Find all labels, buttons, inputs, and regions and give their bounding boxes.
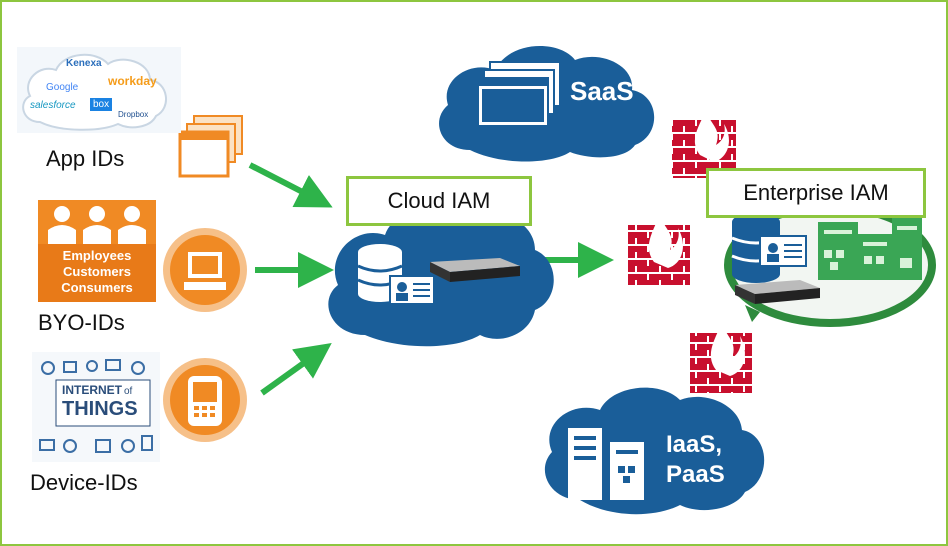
workday-logo: workday (108, 74, 157, 88)
paas-label: PaaS (666, 461, 725, 488)
enterprise-iam-label: Enterprise IAM (706, 168, 926, 218)
salesforce-logo: salesforce (30, 100, 76, 111)
employees-banner: Employees Customers Consumers (38, 248, 156, 296)
cloud-iam-label: Cloud IAM (346, 176, 532, 226)
people-icon (38, 200, 156, 302)
server-icon (735, 280, 820, 304)
server-tower-icon (568, 428, 644, 500)
iot-things-text: THINGS (62, 398, 138, 420)
firewall-icon (628, 214, 690, 285)
app-logos-cloud-icon (17, 47, 181, 133)
box-logo: box (90, 98, 113, 111)
iaas-paas-label: IaaS, PaaS (666, 430, 725, 490)
banner-line-customers: Customers (63, 264, 131, 279)
banner-line-employees: Employees (62, 248, 132, 263)
app-window-icon (178, 115, 243, 178)
iaas-label: IaaS, (666, 431, 723, 458)
server-icon (430, 258, 520, 282)
enterprise-iam-ring-icon (724, 203, 936, 327)
iot-of-text: of (124, 386, 133, 397)
saas-label: SaaS (570, 76, 634, 106)
internet-of-things-image (32, 352, 160, 462)
app-ids-label: App IDs (46, 146, 125, 171)
server-tower-icon (818, 218, 922, 280)
google-logo: Google (46, 82, 79, 93)
arrow-app-to-cloud-icon (248, 162, 333, 208)
kenexa-logo: Kenexa (66, 58, 102, 69)
arrow-device-to-cloud-icon (260, 343, 332, 396)
id-card-icon (389, 275, 435, 305)
phone-icon (163, 358, 247, 442)
byo-ids-label: BYO-IDs (38, 310, 125, 335)
iot-internet-text: INTERNET (62, 383, 122, 397)
firewall-icon (690, 322, 752, 393)
dropbox-logo: Dropbox (118, 110, 149, 119)
saas-cloud-icon (439, 46, 655, 162)
computer-icon (163, 228, 247, 312)
device-ids-label: Device-IDs (30, 470, 138, 495)
id-card-icon (759, 235, 807, 267)
cloud-iam-cloud-icon (328, 208, 554, 347)
iaas-paas-cloud-icon (544, 387, 765, 515)
banner-line-consumers: Consumers (61, 280, 133, 295)
